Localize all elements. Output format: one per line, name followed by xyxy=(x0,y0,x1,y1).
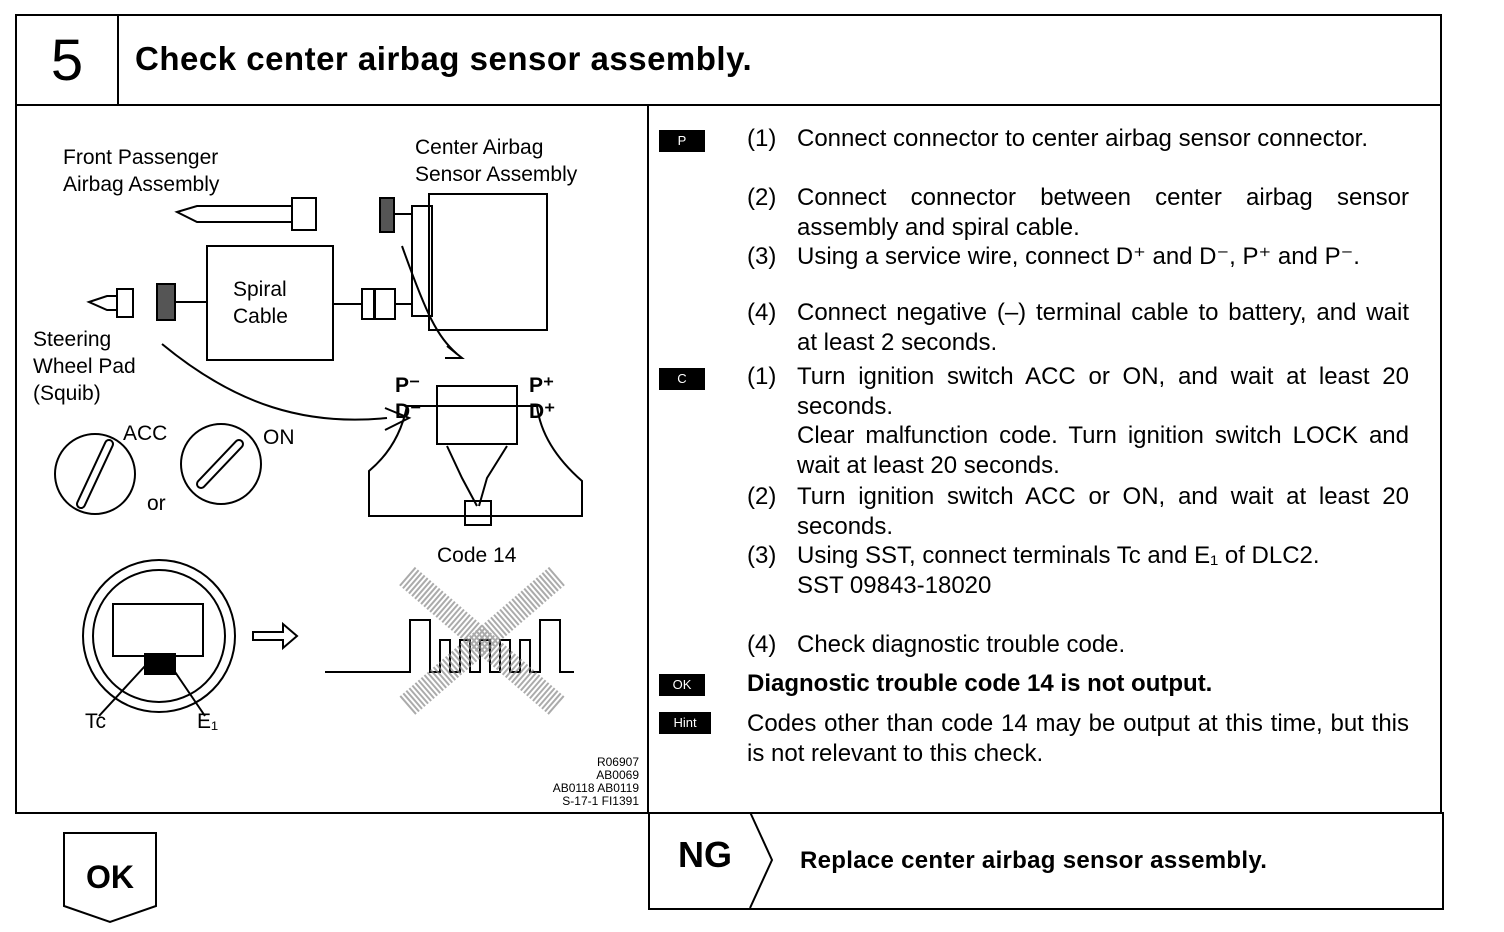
step-frame: 5 Check center airbag sensor assembly. xyxy=(15,14,1442,814)
right-arrow-icon xyxy=(252,621,299,651)
label-center-sensor: Center Airbag Sensor Assembly xyxy=(415,136,578,186)
label-p-plus: P⁺ xyxy=(529,374,555,397)
label-e1: E₁ xyxy=(197,710,219,733)
label-steering: Steering Wheel Pad (Squib) xyxy=(33,328,136,405)
c-item-3: (3)Using SST, connect terminals Tc and E… xyxy=(747,542,1320,599)
chevron-right-icon xyxy=(749,812,774,908)
ng-branch: NG Replace center airbag sensor assembly… xyxy=(648,812,1444,910)
label-or: or xyxy=(147,492,166,515)
p-item-2: (2)Connect connector between center airb… xyxy=(747,184,1409,241)
p-item-3: (3)Using a service wire, connect D⁺ and … xyxy=(747,243,1360,270)
c-item-2: (2)Turn ignition switch ACC or ON, and w… xyxy=(747,483,1409,540)
tag-ok: OK xyxy=(659,674,705,696)
ok-label: OK xyxy=(86,859,134,895)
ok-branch: OK xyxy=(63,832,159,932)
ng-label: NG xyxy=(678,834,732,875)
label-tc: Tc xyxy=(85,710,106,733)
c-item-1: (1)Turn ignition switch ACC or ON, and w… xyxy=(747,363,1409,479)
wiring-illustration xyxy=(54,193,583,717)
ok-arrow-icon xyxy=(63,832,157,924)
hint-text: Codes other than code 14 may be output a… xyxy=(747,710,1409,767)
label-front-passenger: Front Passenger Airbag Assembly xyxy=(63,146,220,196)
acc-switch-icon xyxy=(54,433,136,515)
step-header: 5 Check center airbag sensor assembly. xyxy=(17,16,1440,106)
dlc2-icon xyxy=(82,559,236,713)
tag-c: C xyxy=(659,368,705,390)
label-p-minus: P⁻ xyxy=(395,374,421,397)
p-item-1: (1)Connect connector to center airbag se… xyxy=(747,125,1369,152)
figure-panel: Front Passenger Airbag Assembly Center A… xyxy=(17,106,649,812)
label-d-minus: D⁻ xyxy=(395,400,422,423)
step-number: 5 xyxy=(17,16,119,104)
ok-result-text: Diagnostic trouble code 14 is not output… xyxy=(747,670,1213,697)
label-code: Code 14 xyxy=(437,544,517,567)
label-spiral-cable: Spiral Cable xyxy=(233,278,288,328)
on-switch-icon xyxy=(180,423,262,505)
squib-connector-icon xyxy=(368,405,583,517)
cross-out-icon xyxy=(399,566,565,716)
label-acc: ACC xyxy=(123,422,168,445)
c-item-4: (4)Check diagnostic trouble code. xyxy=(747,631,1126,658)
label-on: ON xyxy=(263,426,295,449)
code-waveform-icon xyxy=(325,619,574,673)
step-title: Check center airbag sensor assembly. xyxy=(135,40,753,77)
ng-action-text: Replace center airbag sensor assembly. xyxy=(800,847,1268,874)
sensor-assembly-icon xyxy=(428,193,548,331)
tag-hint: Hint xyxy=(659,712,711,734)
figure-reference: R06907 AB0069 AB0118 AB0119 S-17-1 FI139… xyxy=(552,755,639,808)
procedure-panel: P (1)Connect connector to center airbag … xyxy=(649,106,1440,812)
label-d-plus: D⁺ xyxy=(529,400,556,423)
tag-p: P xyxy=(659,130,705,152)
passenger-connector-icon xyxy=(174,205,293,223)
p-item-4: (4)Connect negative (–) terminal cable t… xyxy=(747,299,1409,356)
